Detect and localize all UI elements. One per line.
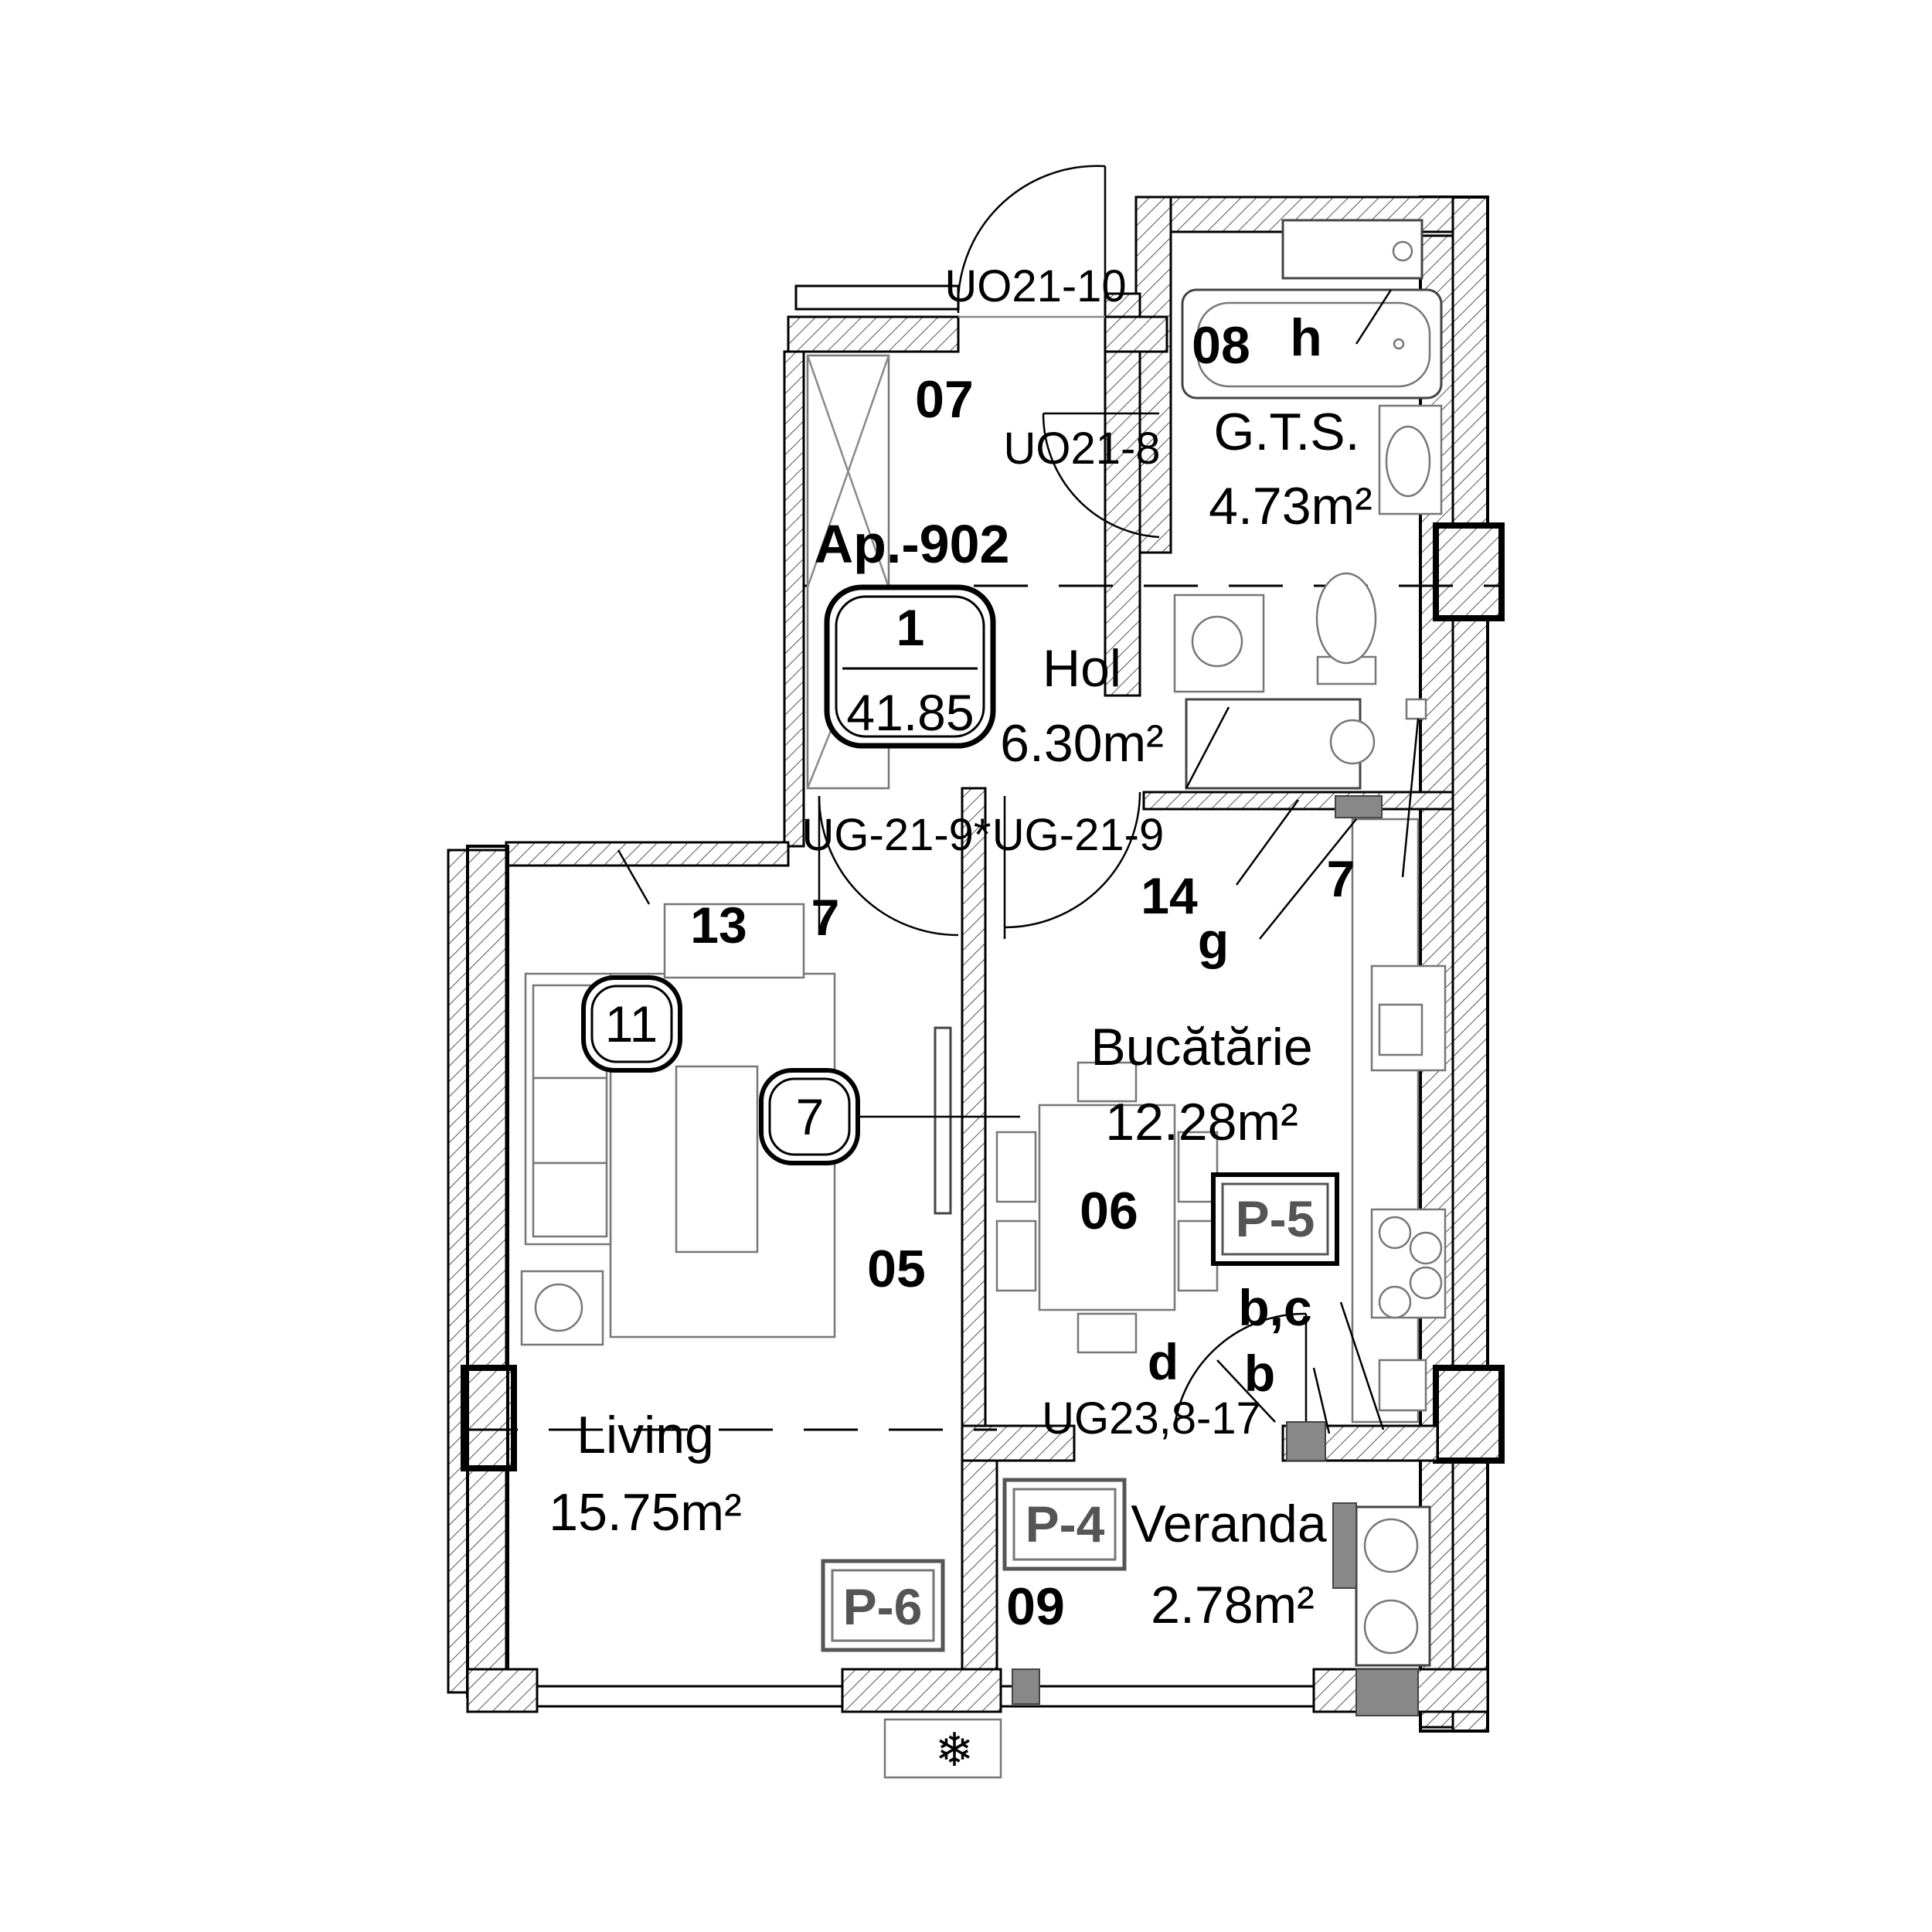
apartment-area: 41.85 <box>846 684 974 741</box>
room-labels: G.T.S. 4.73m² 08 h Hol 6.30m² 07 Ap.-902… <box>549 308 1372 1636</box>
kitchen-name: Bucătărie <box>1090 1018 1312 1077</box>
panel-p4: P-4 <box>1026 1495 1105 1553</box>
hall-area: 6.30m² <box>1000 714 1164 773</box>
panel-p6: P-6 <box>843 1578 923 1635</box>
living-code: 05 <box>867 1240 926 1298</box>
marker-7-kitchen: 7 <box>1327 850 1355 907</box>
apartment-badge: 1 41.85 <box>824 584 996 749</box>
circle-11: 11 <box>605 995 658 1053</box>
veranda-area: 2.78m² <box>1151 1576 1315 1634</box>
marker-h: h <box>1290 308 1322 367</box>
ac-unit: ❄ <box>883 1718 1002 1779</box>
door-kitchen-code: UG-21-9 <box>992 810 1164 860</box>
hall-name: Hol <box>1043 639 1121 698</box>
dining-table <box>995 1061 1219 1354</box>
svg-text:❄: ❄ <box>935 1724 974 1776</box>
door-codes: UO21-10 UO21-8 UG-21-9* UG-21-9 UG23,8-1… <box>802 261 1261 1444</box>
veranda-boilers <box>1012 1421 1431 1716</box>
door-entrance-code: UO21-10 <box>944 261 1126 311</box>
living-area: 15.75m² <box>549 1483 741 1542</box>
marker-b: b <box>1244 1345 1275 1402</box>
kitchen-code: 06 <box>1080 1182 1138 1240</box>
hall-code: 07 <box>915 370 974 429</box>
door-veranda-code: UG23,8-17 <box>1042 1393 1261 1444</box>
marker-13: 13 <box>690 896 747 954</box>
panel-tags: P-5 P-4 P-6 <box>821 1172 1339 1652</box>
circle-7: 7 <box>796 1088 825 1145</box>
apartment-label: Ap.-902 <box>815 514 1010 574</box>
marker-d: d <box>1148 1333 1179 1390</box>
marker-7-living: 7 <box>811 889 840 946</box>
marker-bc: b,c <box>1238 1279 1311 1336</box>
living-name: Living <box>577 1406 714 1464</box>
bathroom-fixtures <box>1173 219 1443 693</box>
door-bathroom-code: UO21-8 <box>1003 423 1160 474</box>
kitchen-top-appliance <box>1185 698 1427 818</box>
veranda-name: Veranda <box>1131 1495 1327 1553</box>
bathroom-area: 4.73m² <box>1209 477 1372 536</box>
marker-g: g <box>1198 912 1229 969</box>
markers: 13 7 14 7 g b,c d b 11 7 <box>581 850 1355 1402</box>
marker-14: 14 <box>1141 867 1198 924</box>
apartment-rooms: 1 <box>896 599 925 656</box>
leader-lines <box>617 289 1420 1434</box>
kitchen-counter <box>1351 818 1447 1423</box>
bathroom-name: G.T.S. <box>1214 403 1360 461</box>
veranda-code: 09 <box>1006 1577 1065 1636</box>
doors <box>818 165 1308 1427</box>
kitchen-area: 12.28m² <box>1105 1093 1298 1151</box>
door-living-code: UG-21-9* <box>802 810 992 860</box>
panel-p5: P-5 <box>1236 1190 1315 1247</box>
bathroom-code: 08 <box>1192 316 1250 375</box>
